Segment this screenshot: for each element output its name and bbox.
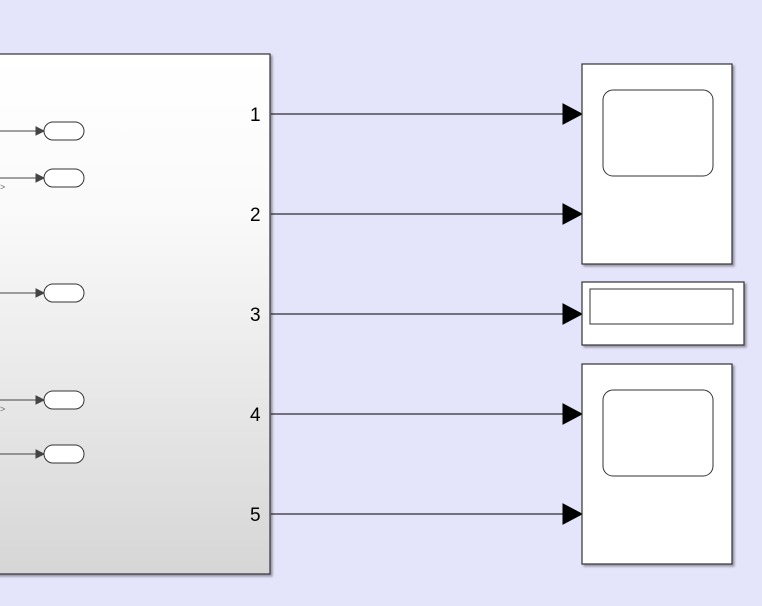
internal-line	[0, 283, 85, 303]
subsystem-body[interactable]	[0, 53, 271, 575]
signal-line-4[interactable]	[271, 403, 584, 425]
output-port-label-5: 5	[250, 505, 261, 526]
arrowhead-icon	[562, 203, 584, 225]
display-icon	[589, 288, 734, 325]
signal-line-2[interactable]	[271, 203, 584, 225]
subsystem-internal-preview: > >	[0, 121, 85, 464]
scope-icon	[602, 89, 714, 177]
internal-line: >	[0, 168, 85, 192]
display-block[interactable]	[581, 281, 745, 346]
arrowhead-icon	[562, 503, 584, 525]
scope-block-1[interactable]	[581, 63, 733, 265]
internal-line	[0, 444, 85, 464]
svg-text:>: >	[0, 182, 5, 192]
output-port-label-4: 4	[250, 405, 261, 426]
arrowhead-icon	[562, 103, 584, 125]
output-port-label-2: 2	[250, 205, 261, 226]
signal-line-1[interactable]	[271, 103, 584, 125]
arrowhead-icon	[562, 403, 584, 425]
scope-icon	[602, 389, 714, 477]
internal-line: >	[0, 390, 85, 414]
signal-lines	[271, 103, 584, 525]
output-port-label-3: 3	[250, 305, 261, 326]
svg-text:>: >	[0, 404, 5, 414]
signal-line-5[interactable]	[271, 503, 584, 525]
internal-line	[0, 121, 85, 141]
subsystem-block[interactable]: > > 1 2 3 4 5	[0, 53, 271, 575]
arrowhead-icon	[562, 303, 584, 325]
scope-block-2[interactable]	[581, 363, 733, 565]
output-port-label-1: 1	[250, 105, 261, 126]
signal-line-3[interactable]	[271, 303, 584, 325]
